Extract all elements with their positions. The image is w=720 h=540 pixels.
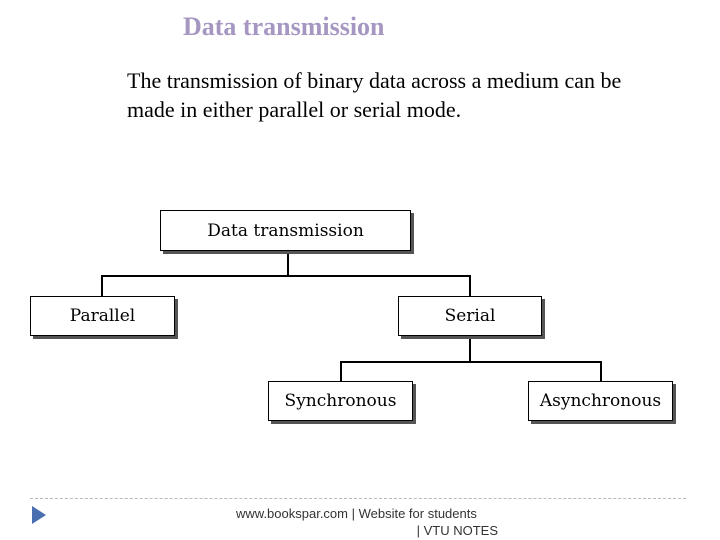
node-asynchronous: Asynchronous: [528, 381, 673, 421]
body-line-2: made in either parallel or serial mode.: [127, 97, 462, 122]
node-synchronous: Synchronous: [268, 381, 413, 421]
footer-text: www.bookspar.com | Website for students …: [236, 505, 498, 539]
slide-title: Data transmission: [183, 12, 385, 41]
node-asynchronous-label: Asynchronous: [539, 391, 662, 411]
connector-level1-horizontal: [101, 275, 471, 277]
triangle-right-icon: [32, 506, 46, 524]
connector-to-synchronous: [340, 361, 342, 381]
node-data-transmission: Data transmission: [160, 210, 411, 251]
node-serial-label: Serial: [444, 306, 496, 326]
footer-divider: [30, 498, 686, 499]
node-serial: Serial: [398, 296, 542, 336]
connector-serial-down: [469, 336, 471, 362]
node-synchronous-label: Synchronous: [284, 391, 397, 411]
footer-line-1: www.bookspar.com | Website for students: [236, 506, 477, 521]
connector-to-parallel: [101, 275, 103, 296]
node-parallel: Parallel: [30, 296, 175, 336]
connector-to-serial: [469, 275, 471, 296]
connector-root-down: [287, 251, 289, 276]
body-line-1: The transmission of binary data across a…: [127, 68, 622, 93]
connector-level2-horizontal: [340, 361, 602, 363]
node-data-transmission-label: Data transmission: [207, 220, 364, 241]
footer-line-2: | VTU NOTES: [416, 523, 498, 538]
node-parallel-label: Parallel: [69, 306, 136, 326]
slide-body-text: The transmission of binary data across a…: [127, 66, 697, 124]
connector-to-asynchronous: [600, 361, 602, 381]
